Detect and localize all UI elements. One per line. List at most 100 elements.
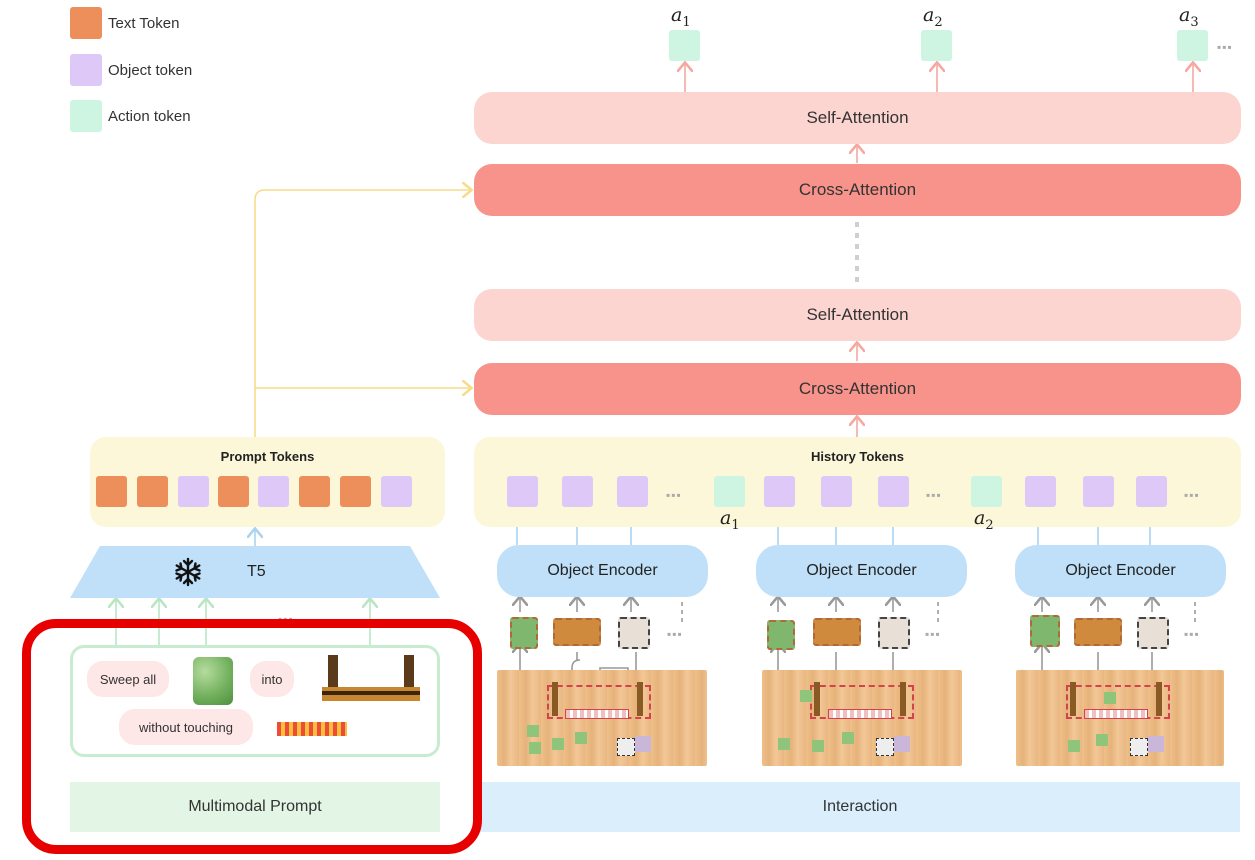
legend-action-token-swatch: [70, 100, 102, 132]
history-action-token-1: [714, 476, 745, 507]
output-action-token-2: [921, 30, 952, 61]
crop-green-block: [767, 620, 795, 650]
snowflake-icon: [175, 557, 201, 587]
multimodal-prompt-caption: Multimodal Prompt: [70, 782, 440, 832]
legend-object-token-swatch: [70, 54, 102, 86]
t5-label: T5: [247, 563, 266, 580]
green-block: [1068, 740, 1080, 752]
history-object-token: [1025, 476, 1056, 507]
history-tokens-panel: History Tokens ▪▪▪ a1 ▪▪▪ a2 ▪▪▪: [474, 437, 1241, 533]
cross-attention-block-top: Cross-Attention: [474, 164, 1241, 216]
multimodal-prompt-box: [70, 645, 440, 757]
prompt-token-object-3: [381, 476, 412, 507]
output-action-token-1: [669, 30, 700, 61]
dice-block: [1148, 736, 1164, 752]
crop-ellipsis: ▪▪▪: [1184, 627, 1200, 641]
history-object-token: [821, 476, 852, 507]
history-object-token: [507, 476, 538, 507]
crop-dice-block: [618, 617, 650, 649]
legend-object-token-label: Object token: [108, 62, 193, 79]
crop-wood-frame: [1074, 618, 1122, 646]
green-block: [575, 732, 587, 744]
history-action-token-2: [971, 476, 1002, 507]
t5-encoder-block: [70, 546, 440, 598]
prompt-tokens-panel: Prompt Tokens: [90, 437, 445, 527]
history-object-token: [764, 476, 795, 507]
history-ellipsis: ▪▪▪: [666, 488, 682, 502]
scene-image-2: [762, 670, 962, 766]
history-object-token: [878, 476, 909, 507]
green-block: [529, 742, 541, 754]
prompt-token-object-2: [258, 476, 289, 507]
history-a2-label: a2: [974, 507, 994, 533]
prompt-tokens-title: Prompt Tokens: [220, 449, 315, 464]
crop-wood-frame: [553, 618, 601, 646]
prompt-word-into: into: [250, 661, 294, 697]
history-object-token: [1083, 476, 1114, 507]
legend-text-token-label: Text Token: [108, 15, 180, 32]
green-block: [778, 738, 790, 750]
frame-post: [1070, 682, 1076, 716]
legend-text-token-swatch: [70, 7, 102, 39]
crop-ellipsis: ▪▪▪: [667, 627, 683, 641]
object-encoder-1: Object Encoder: [497, 545, 708, 597]
constraint-zone: [1084, 709, 1148, 719]
constraint-zone: [565, 709, 629, 719]
green-block: [552, 738, 564, 750]
history-ellipsis: ▪▪▪: [926, 488, 942, 502]
history-tokens-title: History Tokens: [811, 449, 904, 464]
prompt-token-text-5: [340, 476, 371, 507]
output-ellipsis: ▪▪▪: [1217, 40, 1233, 54]
frame-post: [552, 682, 558, 716]
green-block: [812, 740, 824, 752]
green-block: [842, 732, 854, 744]
dice-block: [617, 738, 635, 756]
self-attention-block-top: Self-Attention: [474, 92, 1241, 144]
crop-dice-block: [1137, 617, 1169, 649]
legend-action-token-label: Action token: [108, 108, 191, 125]
object-encoder-2: Object Encoder: [756, 545, 967, 597]
highlight-box: [22, 619, 482, 854]
history-object-token: [617, 476, 648, 507]
output-action-token-3: [1177, 30, 1208, 61]
green-block: [527, 725, 539, 737]
crop-dice-block: [878, 617, 910, 649]
output-a3-label: a3: [1179, 4, 1199, 30]
crop-green-block: [1030, 615, 1060, 647]
history-object-token: [562, 476, 593, 507]
prompt-token-text-4: [299, 476, 330, 507]
prompt-striped-zone-image: [277, 722, 347, 736]
prompt-token-text-1: [96, 476, 127, 507]
scene-image-3: [1016, 670, 1224, 766]
dice-block: [635, 736, 651, 752]
prompt-token-object-1: [178, 476, 209, 507]
green-block: [1104, 692, 1116, 704]
crop-green-block: [510, 617, 538, 649]
crop-wood-frame: [813, 618, 861, 646]
prompt-word-without-touching: without touching: [119, 709, 253, 745]
object-encoder-3: Object Encoder: [1015, 545, 1226, 597]
prompt-wood-frame-image: [322, 655, 420, 701]
output-a2-label: a2: [923, 4, 943, 30]
history-object-token: [1136, 476, 1167, 507]
history-a1-label: a1: [720, 507, 740, 533]
crop-ellipsis: ▪▪▪: [925, 627, 941, 641]
frame-post: [1156, 682, 1162, 716]
self-attention-block-bottom: Self-Attention: [474, 289, 1241, 341]
interaction-caption: Interaction: [480, 782, 1240, 832]
prompt-token-text-2: [137, 476, 168, 507]
frame-post: [637, 682, 643, 716]
frame-post: [814, 682, 820, 716]
prompt-word-sweep-all: Sweep all: [87, 661, 169, 697]
prompt-green-block-image: [193, 657, 233, 705]
dice-block: [1130, 738, 1148, 756]
green-block: [800, 690, 812, 702]
green-block: [1096, 734, 1108, 746]
dice-block: [876, 738, 894, 756]
history-ellipsis: ▪▪▪: [1184, 488, 1200, 502]
output-a1-label: a1: [671, 4, 691, 30]
cross-attention-block-bottom: Cross-Attention: [474, 363, 1241, 415]
frame-post: [900, 682, 906, 716]
prompt-token-text-3: [218, 476, 249, 507]
scene-image-1: [497, 670, 707, 766]
